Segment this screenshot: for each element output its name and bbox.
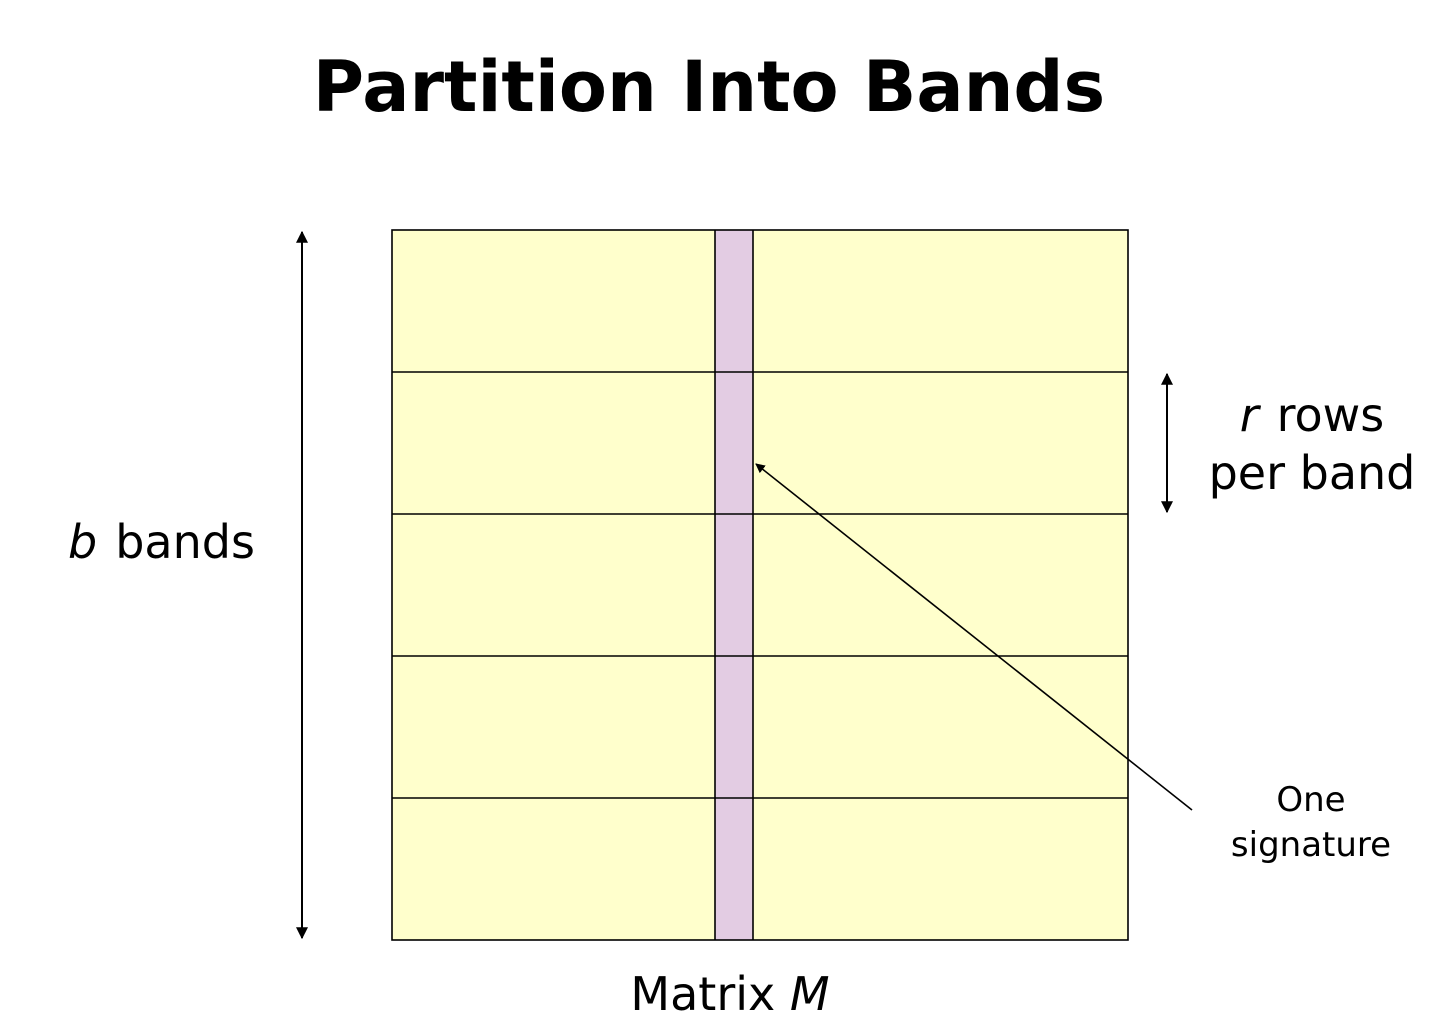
rows-label-line2: per band <box>1208 446 1416 500</box>
bands-text: bands <box>115 515 255 569</box>
signature-label-line1: One <box>1276 780 1346 820</box>
signature-column <box>715 230 753 940</box>
rows-text: rows <box>1276 388 1385 442</box>
signature-label-line2: signature <box>1230 825 1392 865</box>
matrix-variable: M <box>789 967 830 1021</box>
matrix-border <box>391 229 1129 941</box>
matrix-text: Matrix <box>630 967 776 1021</box>
band-dividers <box>392 230 1128 940</box>
bands-variable: b <box>68 515 98 569</box>
matrix-caption: Matrix M <box>560 965 900 1023</box>
rows-variable: r <box>1239 388 1259 442</box>
signature-label: One signature <box>1206 778 1416 868</box>
page-title: Partition Into Bands <box>312 46 1106 128</box>
matrix-rectangle <box>392 230 1128 940</box>
signature-pointer-arrow <box>755 463 1193 811</box>
